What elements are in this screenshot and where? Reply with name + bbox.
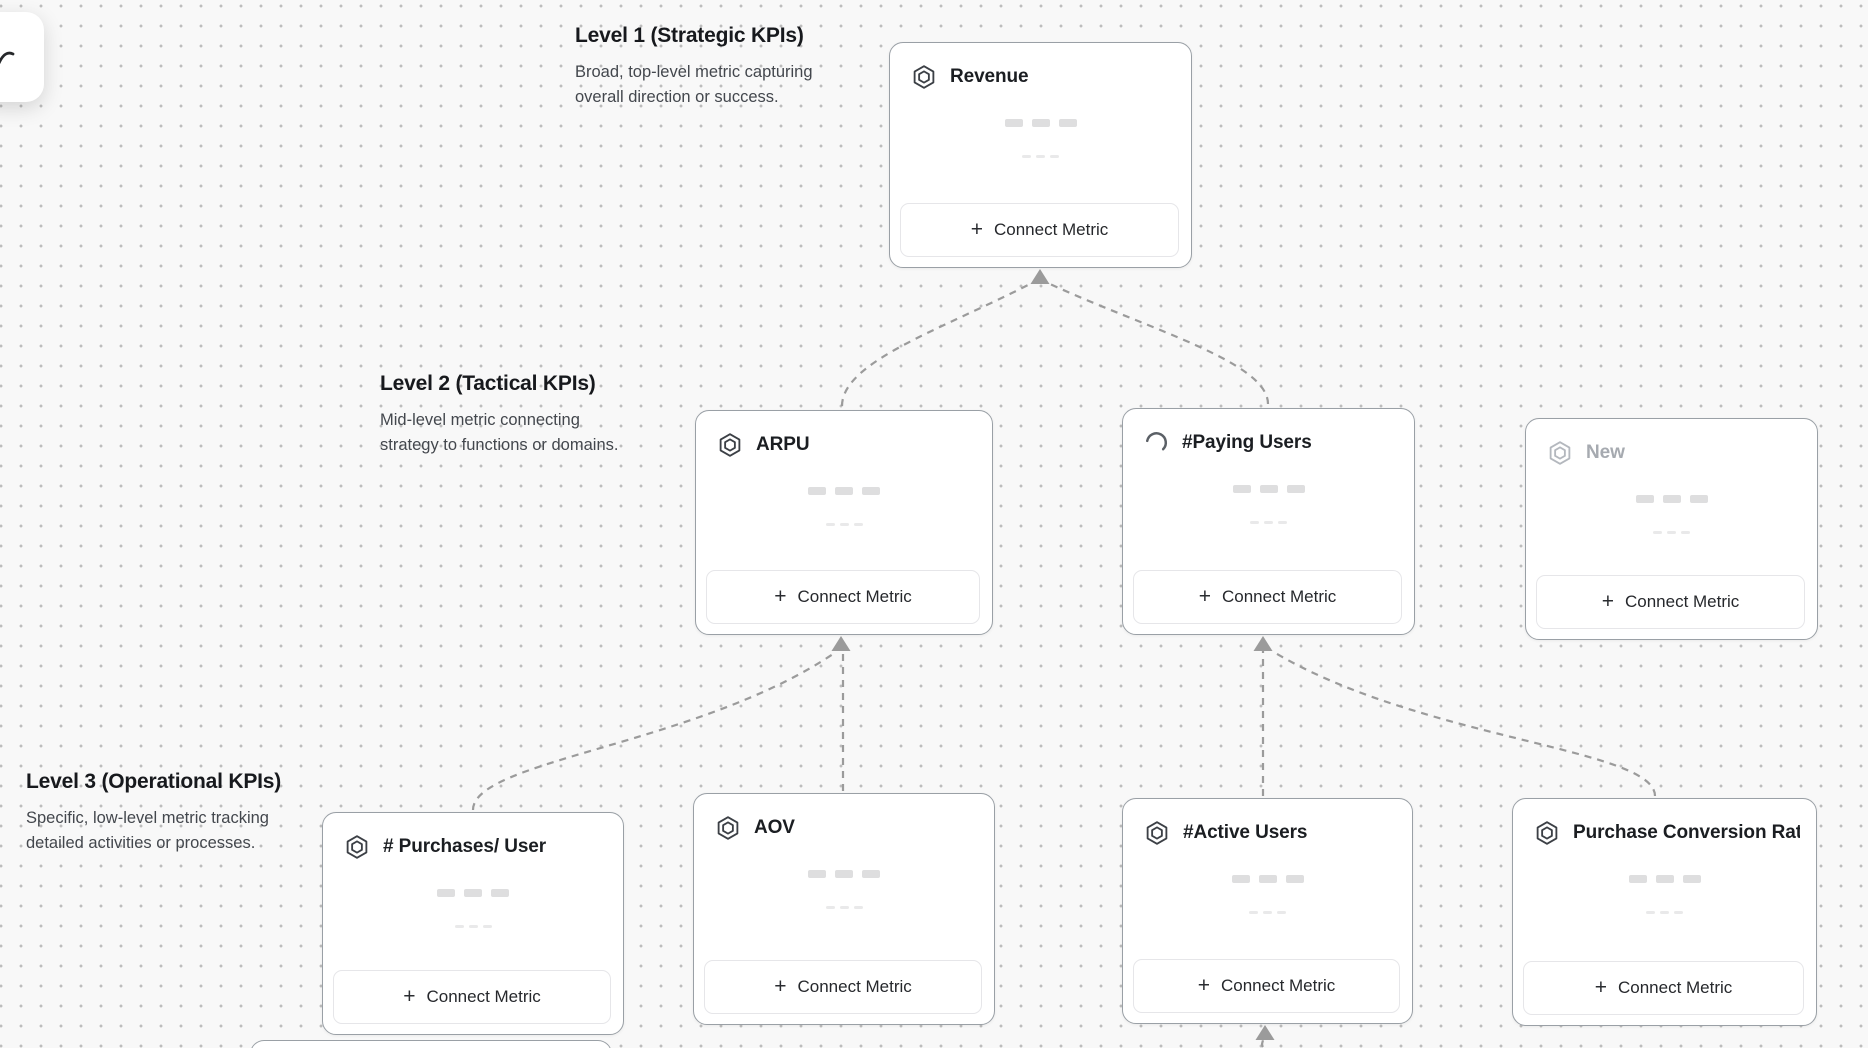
section-level3: Level 3 (Operational KPIs) Specific, low…: [26, 770, 346, 856]
metric-card-purchase-conversion-rate[interactable]: Purchase Conversion Rate + Connect Metri…: [1512, 798, 1817, 1026]
card-title: Purchase Conversion Rate: [1573, 822, 1800, 843]
hexagon-metric-icon: [1547, 440, 1573, 466]
connect-metric-button[interactable]: + Connect Metric: [1133, 570, 1402, 624]
card-title: #Active Users: [1183, 822, 1308, 843]
card-header: New: [1547, 440, 1801, 466]
connector-pcr-to-payingusers: [1271, 650, 1657, 797]
connector-arpu-to-revenue: [840, 283, 1031, 407]
connect-metric-button[interactable]: + Connect Metric: [1133, 959, 1400, 1013]
metric-card-aov[interactable]: AOV + Connect Metric: [693, 793, 995, 1025]
metric-card-partial-bottom[interactable]: [250, 1040, 612, 1048]
arrowhead-into-arpu: [831, 636, 851, 651]
metric-placeholder-skeleton: [1513, 799, 1816, 914]
metric-placeholder-skeleton: [696, 411, 992, 526]
section-level3-title: Level 3 (Operational KPIs): [26, 770, 282, 793]
metric-placeholder-skeleton: [694, 794, 994, 909]
connect-metric-button[interactable]: + Connect Metric: [706, 570, 980, 624]
metric-card-arpu[interactable]: ARPU + Connect Metric: [695, 410, 993, 635]
connect-metric-button[interactable]: + Connect Metric: [1523, 961, 1804, 1015]
card-header: ARPU: [717, 432, 976, 458]
section-level3-description: Specific, low-level metric tracking deta…: [26, 809, 269, 852]
plus-icon: +: [1601, 589, 1614, 613]
plus-icon: +: [1197, 973, 1210, 997]
card-title: ARPU: [756, 434, 810, 455]
metric-card-new[interactable]: New + Connect Metric: [1525, 418, 1818, 640]
connect-metric-label: Connect Metric: [1221, 587, 1337, 606]
spinner-icon: [1144, 430, 1169, 455]
metric-card-revenue[interactable]: Revenue + Connect Metric: [889, 42, 1192, 268]
card-header: Purchase Conversion Rate: [1534, 820, 1800, 846]
plus-icon: +: [970, 217, 983, 241]
card-header: #Paying Users: [1144, 430, 1398, 455]
metric-placeholder-skeleton: [323, 813, 623, 928]
section-level2-description: Mid-level metric connecting strategy to …: [380, 411, 619, 454]
section-level1: Level 1 (Strategic KPIs) Broad, top-leve…: [575, 24, 875, 110]
metric-placeholder-skeleton: [890, 43, 1191, 158]
connect-metric-button[interactable]: + Connect Metric: [900, 203, 1179, 257]
connector-offscreen-to-activeusers: [1260, 1036, 1265, 1048]
card-title: # Purchases/ User: [383, 836, 547, 857]
section-level1-description: Broad, top-level metric capturing overal…: [575, 63, 813, 106]
card-header: #Active Users: [1144, 820, 1396, 846]
connect-metric-label: Connect Metric: [993, 220, 1109, 239]
card-title: Revenue: [950, 66, 1029, 87]
metric-card-purchases-per-user[interactable]: # Purchases/ User + Connect Metric: [322, 812, 624, 1035]
connect-metric-button[interactable]: + Connect Metric: [704, 960, 982, 1014]
cursor-tool-icon: [0, 51, 15, 64]
section-level2: Level 2 (Tactical KPIs) Mid-level metric…: [380, 372, 680, 458]
floating-toolbar-fragment[interactable]: [0, 12, 44, 102]
section-level2-title: Level 2 (Tactical KPIs): [380, 372, 596, 395]
card-header: AOV: [715, 815, 978, 841]
plus-icon: +: [403, 984, 416, 1008]
connect-metric-button[interactable]: + Connect Metric: [1536, 575, 1805, 629]
card-header: # Purchases/ User: [344, 834, 607, 860]
section-level1-title: Level 1 (Strategic KPIs): [575, 24, 804, 47]
hexagon-metric-icon: [717, 432, 743, 458]
connect-metric-label: Connect Metric: [426, 987, 541, 1006]
connect-metric-label: Connect Metric: [797, 977, 912, 996]
connect-metric-label: Connect Metric: [1624, 592, 1740, 611]
metric-card-active-users[interactable]: #Active Users + Connect Metric: [1122, 798, 1413, 1024]
hexagon-metric-icon: [1534, 820, 1560, 846]
plus-icon: +: [1198, 584, 1211, 608]
metric-placeholder-skeleton: [1123, 409, 1414, 524]
connect-metric-label: Connect Metric: [1220, 976, 1336, 995]
metric-placeholder-skeleton: [1123, 799, 1412, 914]
card-header: Revenue: [911, 64, 1175, 90]
hexagon-metric-icon: [344, 834, 370, 860]
hexagon-metric-icon: [715, 815, 741, 841]
plus-icon: +: [1594, 975, 1607, 999]
connector-payingusers-to-revenue: [1049, 283, 1270, 405]
plus-icon: +: [774, 584, 787, 608]
hexagon-metric-icon: [911, 64, 937, 90]
plus-icon: +: [774, 974, 787, 998]
hexagon-metric-icon: [1144, 820, 1170, 846]
connect-metric-label: Connect Metric: [1617, 978, 1733, 997]
connect-metric-button[interactable]: + Connect Metric: [333, 970, 611, 1024]
card-title: #Paying Users: [1182, 431, 1312, 453]
metric-placeholder-skeleton: [1526, 419, 1817, 534]
metric-card-paying-users[interactable]: #Paying Users + Connect Metric: [1122, 408, 1415, 635]
card-title: New: [1586, 442, 1625, 463]
arrowhead-into-revenue: [1030, 269, 1050, 284]
connector-purchases-to-arpu: [471, 651, 837, 811]
card-title: AOV: [754, 817, 795, 838]
arrowhead-into-activeusers: [1255, 1025, 1275, 1040]
arrowhead-into-payingusers: [1253, 636, 1273, 651]
connect-metric-label: Connect Metric: [797, 587, 912, 606]
